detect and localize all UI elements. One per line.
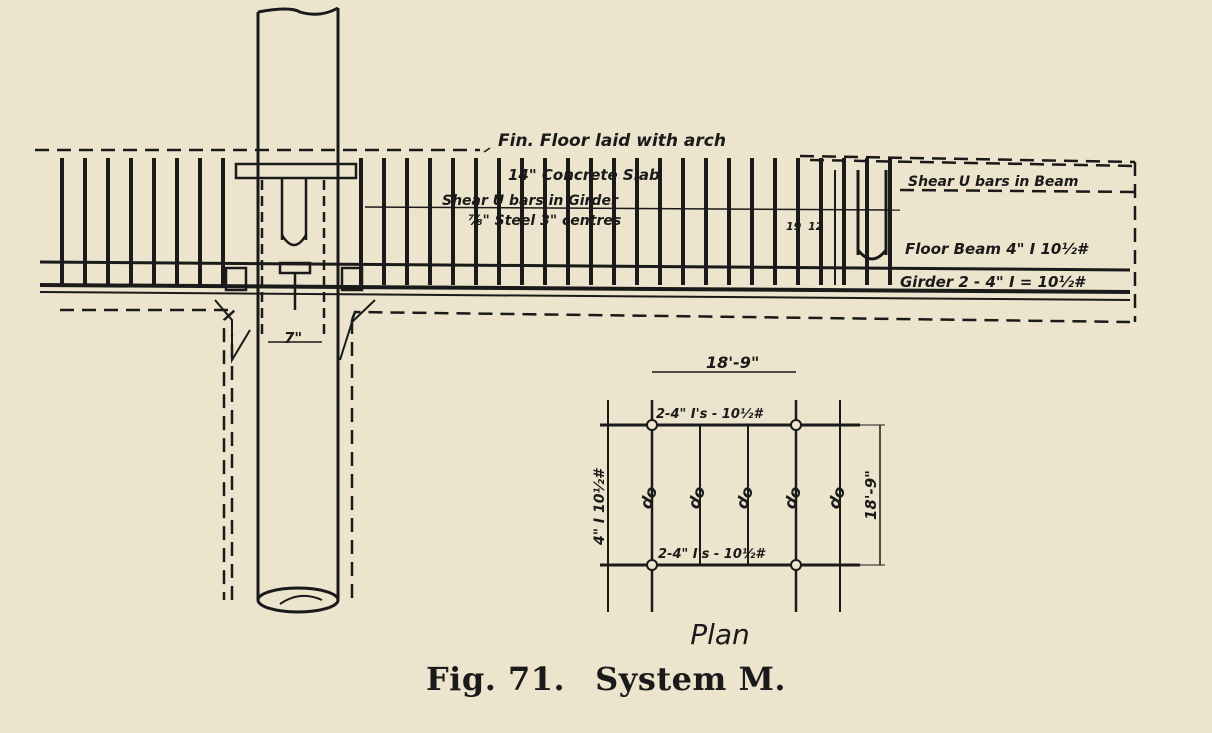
label-plan-bottom-member: 2-4" I's - 10½# — [658, 547, 766, 562]
label-dim-12: 12 — [808, 220, 824, 233]
label-shear-bars-girder-2: ⅞" Steel 3" centres — [468, 213, 621, 229]
label-floor-beam: Floor Beam 4" I 10½# — [905, 240, 1089, 258]
label-fin-floor: Fin. Floor laid with arch — [498, 131, 726, 151]
label-shear-bars-girder-1: Shear U bars in Girder — [442, 193, 619, 209]
label-ditto-3: do — [732, 484, 758, 512]
shear-bars — [60, 158, 892, 285]
label-ditto-2: do — [684, 484, 710, 512]
label-girder: Girder 2 - 4" I = 10½# — [900, 273, 1086, 291]
figure-caption: Fig. 71. System M. — [0, 660, 1212, 698]
label-ditto-5: do — [824, 484, 850, 512]
label-plan-left-member: 4" I 10½# — [592, 468, 608, 546]
label-dim-19: 19 — [786, 220, 802, 233]
label-plan-right-span: 18'-9" — [862, 470, 880, 520]
label-plan-top-member: 2-4" I's - 10½# — [656, 407, 764, 422]
u-bar-beam — [821, 170, 888, 285]
label-shear-bars-beam: Shear U bars in Beam — [908, 174, 1078, 190]
label-dim-7: 7" — [284, 329, 302, 347]
column — [256, 6, 340, 614]
label-ditto-1: do — [636, 484, 662, 512]
figure-title: System M. — [595, 660, 787, 698]
cap-plate — [224, 162, 364, 340]
slab-outline — [35, 148, 1137, 600]
label-plan-top-span: 18'-9" — [706, 353, 759, 372]
figure-number: Fig. 71. — [425, 660, 566, 698]
label-concrete-slab: 14" Concrete Slab — [508, 166, 660, 184]
elevation-dimensions — [268, 147, 901, 343]
label-ditto-4: do — [780, 484, 806, 512]
plan-view — [600, 371, 885, 612]
plan-title: Plan — [690, 618, 750, 651]
